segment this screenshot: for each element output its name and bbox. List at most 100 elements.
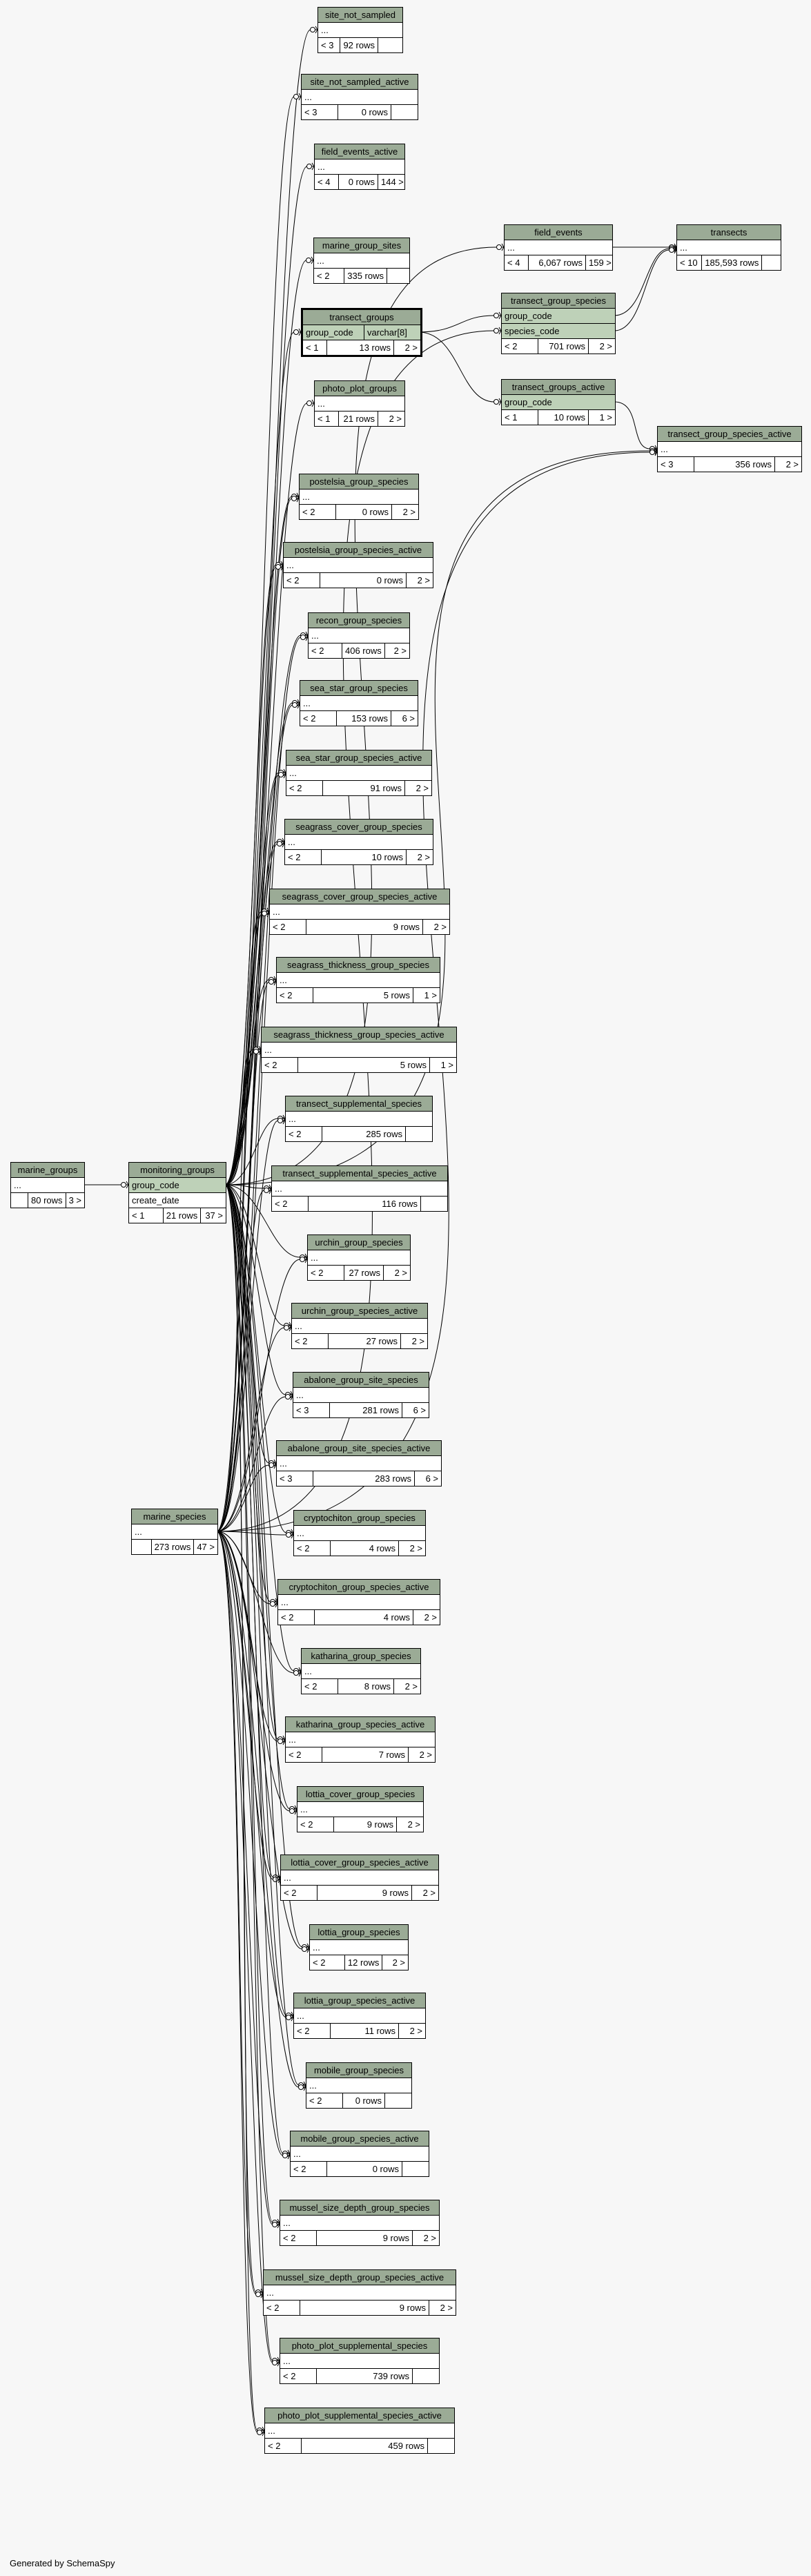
table-name[interactable]: field_events_active	[315, 144, 404, 159]
table-name[interactable]: mussel_size_depth_group_species	[280, 2200, 439, 2216]
table-name[interactable]: marine_group_sites	[314, 238, 409, 253]
table-name[interactable]: site_not_sampled_active	[302, 75, 418, 90]
table-name[interactable]: seagrass_thickness_group_species	[277, 958, 440, 973]
children-count: 2 >	[383, 1266, 410, 1280]
table-name[interactable]: cryptochiton_group_species_active	[278, 1580, 440, 1595]
edge-monitoring-5-end	[306, 400, 312, 406]
table-name[interactable]: transect_supplemental_species_active	[272, 1166, 447, 1181]
table-name[interactable]: field_events	[505, 225, 612, 240]
row-count: 10 rows	[321, 850, 406, 864]
table-name[interactable]: site_not_sampled	[318, 8, 402, 23]
table-photo-plot-supplemental-species-active[interactable]: photo_plot_supplemental_species_active..…	[264, 2408, 455, 2454]
table-name[interactable]: transect_supplemental_species	[286, 1096, 432, 1112]
edge-species-8-end	[300, 635, 306, 640]
table-name[interactable]: sea_star_group_species	[300, 681, 418, 696]
table-name[interactable]: lottia_cover_group_species_active	[281, 1855, 438, 1870]
table-name[interactable]: postelsia_group_species_active	[284, 543, 433, 558]
table-name[interactable]: mobile_group_species_active	[291, 2131, 429, 2147]
column-ellipsis: ...	[286, 766, 431, 781]
table-name[interactable]: cryptochiton_group_species	[294, 1511, 425, 1526]
table-name[interactable]: urchin_group_species_active	[292, 1304, 427, 1319]
edge-monitoring-1-end	[293, 94, 299, 99]
table-name[interactable]: transect_groups_active	[502, 380, 615, 395]
table-name[interactable]: katharina_group_species_active	[286, 1717, 435, 1732]
table-name[interactable]: urchin_group_species	[308, 1235, 410, 1250]
table-name[interactable]: sea_star_group_species_active	[286, 750, 431, 766]
table-name[interactable]: transect_groups	[303, 310, 420, 325]
table-mussel-size-depth-group-species-active[interactable]: mussel_size_depth_group_species_active..…	[263, 2269, 456, 2316]
table-name[interactable]: transect_group_species_active	[658, 427, 801, 442]
table-name[interactable]: mussel_size_depth_group_species_active	[264, 2270, 456, 2285]
table-seagrass-thickness-group-species-active[interactable]: seagrass_thickness_group_species_active.…	[261, 1027, 457, 1073]
table-name[interactable]: mobile_group_species	[306, 2063, 411, 2078]
table-transect-supplemental-species-active[interactable]: transect_supplemental_species_active...<…	[271, 1165, 448, 1212]
edge-species-30-end	[282, 2153, 288, 2158]
children-count	[412, 2369, 439, 2383]
children-count: 1 >	[413, 988, 440, 1003]
table-name[interactable]: seagrass_cover_group_species	[285, 820, 433, 835]
table-name[interactable]: photo_plot_groups	[315, 381, 404, 396]
table-name[interactable]: katharina_group_species	[302, 1649, 420, 1664]
table-name[interactable]: seagrass_cover_group_species_active	[270, 889, 449, 904]
table-name[interactable]: postelsia_group_species	[300, 474, 418, 490]
table-name[interactable]: transects	[677, 225, 781, 240]
table-name[interactable]: marine_groups	[11, 1163, 84, 1178]
table-name[interactable]: abalone_group_site_species	[293, 1373, 429, 1388]
table-name[interactable]: lottia_cover_group_species	[297, 1787, 423, 1802]
table-name[interactable]: marine_species	[132, 1509, 217, 1524]
table-name[interactable]: seagrass_thickness_group_species_active	[262, 1027, 456, 1043]
table-name[interactable]: abalone_group_site_species_active	[277, 1441, 441, 1456]
table-name[interactable]: transect_group_species	[502, 293, 615, 309]
edge-species-28-end	[286, 2015, 291, 2020]
table-seagrass-cover-group-species-active[interactable]: seagrass_cover_group_species_active...< …	[269, 889, 450, 935]
edge-monitoring-3-end	[306, 258, 311, 263]
table-name[interactable]: lottia_group_species_active	[294, 1993, 425, 2008]
table-name[interactable]: recon_group_species	[309, 613, 409, 628]
table-name[interactable]: photo_plot_supplemental_species_active	[265, 2408, 454, 2423]
table-name[interactable]: monitoring_groups	[129, 1163, 226, 1178]
table-name[interactable]: photo_plot_supplemental_species	[280, 2338, 439, 2354]
table-name[interactable]: lottia_group_species	[310, 1925, 408, 1940]
